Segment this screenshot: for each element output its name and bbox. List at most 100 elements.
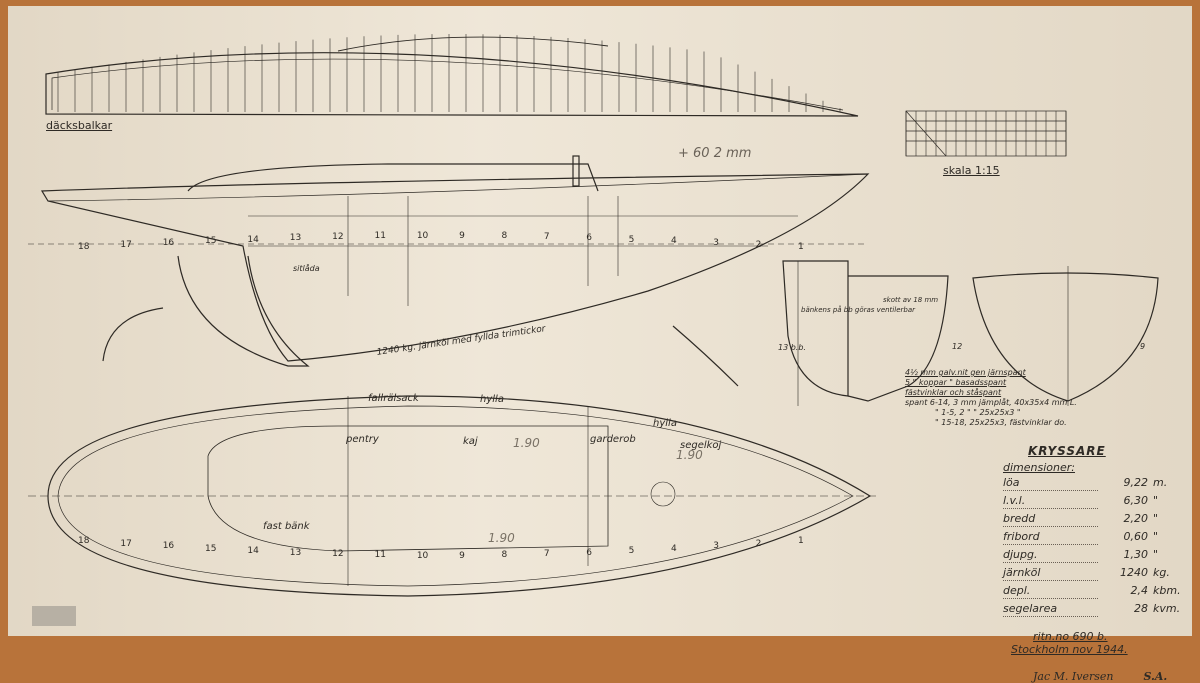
spec-unit: kvm. [1153, 602, 1181, 615]
spec-unit: " [1153, 548, 1159, 561]
station-number: 18 [78, 242, 90, 252]
spec-row: depl. 2,4 kbm. [1003, 584, 1183, 602]
spec-value: 1,30 [1123, 548, 1149, 561]
spec-title: KRYSSARE [1028, 444, 1106, 458]
station-number: 13 [289, 547, 302, 558]
station-number: 2 [755, 239, 762, 250]
spec-key: segelarea [1003, 602, 1098, 617]
keel [177, 255, 310, 367]
mast-step [572, 155, 580, 187]
drawing-number: ritn.no 690 b. [1033, 630, 1108, 643]
deck-beams-label: däcksbalkar [46, 119, 113, 132]
spec-value: 2,20 [1123, 512, 1149, 525]
handwritten-dim: 1.90 [676, 448, 703, 462]
handwritten-dim: 1.90 [513, 436, 540, 450]
station-number: 1 [798, 242, 804, 252]
station-number: 5 [628, 234, 635, 245]
station-number: 9 [459, 231, 465, 242]
station-number: 7 [543, 232, 550, 243]
spec-key: djupg. [1003, 548, 1098, 563]
station-number: 8 [501, 231, 508, 242]
plan-label: fast bänk [263, 521, 310, 532]
archive-stamp [32, 606, 76, 626]
note-line: fästvinklar och ståspant [905, 388, 1002, 397]
plan-label: segelkoj [680, 440, 722, 451]
station-number: 7 [543, 549, 550, 560]
drawing-sheet: däcksbalkar skala 1:15 1240 kg. järnköl … [8, 6, 1192, 683]
station-number: 3 [713, 541, 720, 552]
spec-row: l.v.l. 6,30 " [1003, 494, 1183, 512]
station-number: 10 [416, 231, 429, 242]
detail-stem [102, 307, 164, 362]
label-sitlada: sitlåda [293, 264, 320, 273]
station-number: 13 [289, 233, 302, 244]
sheer-line [47, 173, 869, 202]
section-label: 9 [1140, 342, 1146, 351]
spec-subtitle: dimensioner: [1003, 461, 1075, 474]
cabin-house [187, 163, 599, 192]
initials: S.A. [1143, 670, 1168, 683]
spec-key: fribord [1003, 530, 1098, 545]
spec-value: 0,60 [1123, 530, 1149, 543]
handwritten-note: + 60 2 mm [678, 146, 752, 161]
section-label: 13 b.b. [778, 343, 806, 352]
section-left [782, 260, 849, 397]
station-number: 3 [713, 238, 720, 249]
station-number: 4 [670, 543, 677, 554]
plan-label: hylla [653, 418, 677, 429]
station-number: 2 [755, 538, 762, 549]
spec-key: depl. [1003, 584, 1098, 599]
section-left-b [847, 275, 949, 402]
station-number: 11 [374, 550, 386, 561]
scale-label: skala 1:15 [943, 164, 1000, 177]
station-number: 1 [798, 536, 804, 546]
station-number: 17 [120, 538, 132, 549]
plan-label: fallrälsack [368, 393, 419, 404]
station-number: 12 [332, 549, 344, 560]
signature: Jac M. Iversen [1033, 670, 1114, 683]
station-number: 10 [416, 550, 429, 561]
plan-label: kaj [463, 436, 478, 447]
spec-row: djupg. 1,30 " [1003, 548, 1183, 566]
place-date: Stockholm nov 1944. [1011, 643, 1128, 656]
spec-unit: m. [1153, 476, 1168, 489]
deck-beam-inner [51, 58, 844, 111]
station-number: 14 [247, 234, 259, 245]
construction-notes: 4½ mm galv.nit gen järnspant 5 " koppar … [905, 368, 1077, 428]
spec-unit: " [1153, 494, 1159, 507]
spec-value: 1240 [1120, 566, 1148, 579]
station-number: 12 [332, 232, 344, 243]
spec-value: 6,30 [1123, 494, 1149, 507]
station-number: 17 [120, 239, 132, 250]
spec-unit: kbm. [1153, 584, 1181, 597]
plan-label: garderob [590, 434, 636, 445]
station-number: 15 [205, 236, 217, 247]
spec-key: järnköl [1003, 566, 1098, 581]
plan-label: hylla [480, 394, 504, 405]
station-number: 6 [586, 547, 592, 558]
plan-label: pentry [346, 434, 379, 445]
handwritten-dim: 1.90 [488, 531, 515, 545]
boat-plan-drawing [28, 34, 1159, 597]
cabin-top [337, 36, 609, 52]
section-label: bänkens på bb göras ventilerbar [801, 306, 915, 314]
station-number: 11 [374, 231, 386, 242]
section-label: skott av 18 mm [883, 296, 939, 304]
hull-plan-inner [57, 405, 854, 587]
spec-value: 28 [1134, 602, 1148, 615]
station-number: 16 [162, 541, 175, 552]
station-number: 18 [78, 536, 90, 546]
cockpit [207, 425, 609, 552]
note-line: 5 " koppar " basadsspant [905, 378, 1007, 387]
station-number: 8 [501, 550, 508, 561]
spec-key: bredd [1003, 512, 1098, 527]
spec-unit: kg. [1153, 566, 1170, 579]
spec-key: l.v.l. [1003, 494, 1098, 509]
note-line: " 15-18, 25x25x3, fästvinklar do. [935, 418, 1067, 427]
detail-frame [672, 325, 739, 387]
spec-value: 2,4 [1130, 584, 1149, 597]
